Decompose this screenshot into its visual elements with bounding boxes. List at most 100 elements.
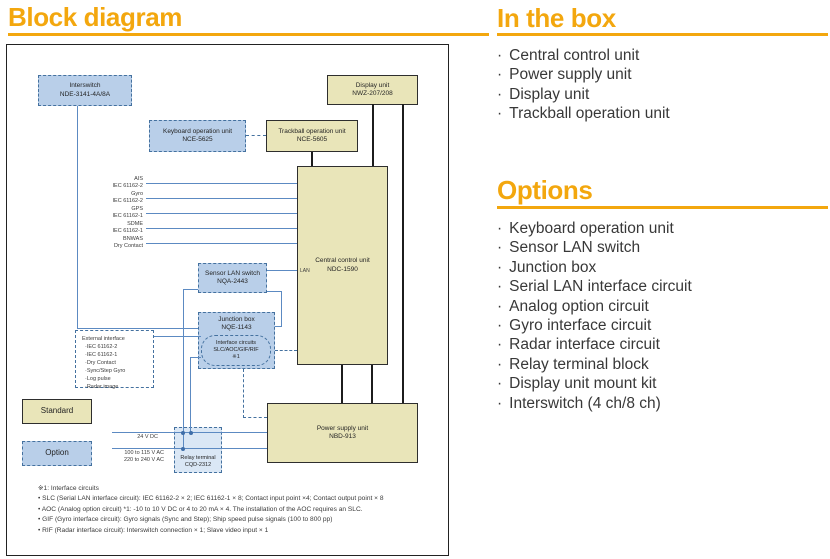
line-gyro-to-central [146, 198, 297, 200]
list-item: Central control unit [497, 46, 830, 65]
box-model: CQD-2312 [184, 461, 212, 468]
line-gps-to-central [146, 213, 297, 215]
line-bnwas-to-central [146, 243, 297, 245]
line-central-to-power-1 [341, 365, 343, 403]
line-sensorlan-to-central-lan [267, 270, 297, 272]
signal-name: BNWAS [123, 236, 143, 242]
box-model: NWZ-207/208 [352, 90, 393, 97]
line-display-to-central [372, 104, 374, 166]
line-keyboard-to-trackball-dashed [246, 135, 266, 136]
line-interface-to-power-vertical-dashed [243, 369, 244, 418]
legend-option-label: Option [45, 448, 69, 458]
list-item: Display unit mount kit [497, 374, 830, 393]
options-underline [497, 206, 828, 209]
signal-name: SDME [127, 221, 143, 227]
line-interswitch-to-junction [77, 328, 198, 330]
box-external-interface: External interface ·IEC 61162-2 ·IEC 611… [75, 330, 154, 390]
line-interface-to-central-dashed [275, 350, 297, 351]
line-sensorlan-left-stub [183, 289, 198, 291]
power-label-ac-1: 100 to 115 V AC [124, 450, 164, 456]
box-model: NQA-2443 [217, 278, 248, 285]
line-sensorlan-right-stub [267, 291, 282, 293]
junction-dot [181, 446, 185, 451]
line-junction-to-relay [190, 357, 192, 433]
signal-label-ais: AIS IEC 61162-2 [59, 176, 143, 190]
junction-dot [181, 430, 185, 435]
signal-label-gyro: Gyro IEC 61162-2 [59, 191, 143, 205]
box-central-control-unit: Central control unit NDC-1590 LAN [297, 166, 388, 365]
line-junction-left-stub [190, 357, 201, 359]
junction-dot [188, 430, 193, 435]
box-keyboard-unit: Keyboard operation unit NCE-5625 [149, 120, 246, 152]
line-ais-to-central [146, 183, 297, 185]
box-label: Sensor LAN switch [205, 269, 260, 277]
line-external-to-junction [154, 336, 201, 338]
line-central-to-power-2 [371, 365, 373, 403]
line-trackball-to-central [311, 152, 313, 166]
signal-name: Gyro [131, 191, 143, 197]
list-item: Power supply unit [497, 65, 830, 84]
page-title: Block diagram [8, 2, 182, 32]
in-the-box-title: In the box [497, 3, 616, 33]
interface-circuits-note-ref: ※1 [232, 353, 240, 360]
box-label: Keyboard operation unit [162, 127, 233, 135]
box-trackball-unit: Trackball operation unit NCE-5605 [266, 120, 358, 152]
line-display-to-power [402, 104, 404, 403]
box-model: NBD-913 [329, 433, 356, 440]
legend-standard: Standard [22, 399, 92, 424]
signal-label-bnwas: BNWAS Dry Contact [59, 236, 143, 250]
line-ac-power [112, 448, 267, 450]
box-label: Display unit [355, 81, 390, 89]
list-item: Display unit [497, 85, 830, 104]
legend-standard-label: Standard [40, 406, 74, 416]
legend-option: Option [22, 441, 92, 466]
list-item: Junction box [497, 258, 830, 277]
external-interface-item: ·IEC 61162-1 [85, 352, 118, 358]
power-label-dc: 24 V DC [137, 434, 158, 440]
box-label: Interswitch [69, 82, 101, 90]
box-model: NCE-5625 [182, 136, 213, 143]
signal-spec: IEC 61162-1 [112, 228, 143, 234]
line-interswitch-vertical [77, 106, 79, 329]
options-title: Options [497, 175, 593, 205]
signal-label-gps: GPS IEC 61162-1 [59, 206, 143, 220]
list-item: Analog option circuit [497, 297, 830, 316]
external-interface-item: ·Dry Contact [85, 360, 116, 366]
footnote-line: • RIF (Radar interface circuit): Intersw… [38, 526, 269, 534]
list-item: Gyro interface circuit [497, 316, 830, 335]
box-label: Trackball operation unit [278, 127, 346, 135]
external-interface-item: ·Radar image [85, 384, 119, 390]
list-item: Relay terminal block [497, 355, 830, 374]
box-display-unit: Display unit NWZ-207/208 [327, 75, 418, 105]
signal-spec: IEC 61162-2 [112, 183, 143, 189]
signal-name: AIS [134, 176, 143, 182]
box-model: NDC-1590 [327, 265, 358, 273]
line-sdme-to-central [146, 228, 297, 230]
list-item: Trackball operation unit [497, 104, 830, 123]
external-interface-item: ·IEC 61162-2 [85, 344, 118, 350]
list-item: Keyboard operation unit [497, 219, 830, 238]
external-interface-item: ·Log pulse [85, 376, 111, 382]
box-sensor-lan-switch: Sensor LAN switch NQA-2443 [198, 263, 267, 293]
list-item: Serial LAN interface circuit [497, 277, 830, 296]
external-interface-title: External interface [82, 336, 125, 342]
signal-spec: Dry Contact [113, 243, 143, 249]
in-the-box-underline [497, 33, 828, 36]
box-interface-circuits: Interface circuits SLC/AOC/GIF/RIF ※1 [201, 335, 271, 366]
external-interface-item: ·Sync/Step Gyro [85, 368, 126, 374]
line-junction-right-stub [275, 326, 282, 328]
box-model: NDE-3141-4A/8A [59, 90, 111, 98]
list-item: Interswitch (4 ch/8 ch) [497, 394, 830, 413]
signal-spec: IEC 61162-1 [112, 213, 143, 219]
footnotes: ※1: Interface circuits • SLC (Serial LAN… [38, 484, 443, 536]
footnote-line: ※1: Interface circuits [38, 485, 99, 492]
box-label: Junction box [218, 316, 255, 323]
box-model: NQE-1143 [221, 324, 252, 332]
box-label: Power supply unit [316, 424, 369, 432]
footnote-line: • GIF (Gyro interface circuit): Gyro sig… [38, 516, 333, 524]
power-label-ac: 100 to 115 V AC 220 to 240 V AC [108, 450, 164, 464]
line-sensorlan-to-junction-vertical [281, 291, 283, 327]
title-underline [8, 33, 489, 36]
signal-name: GPS [131, 206, 143, 212]
